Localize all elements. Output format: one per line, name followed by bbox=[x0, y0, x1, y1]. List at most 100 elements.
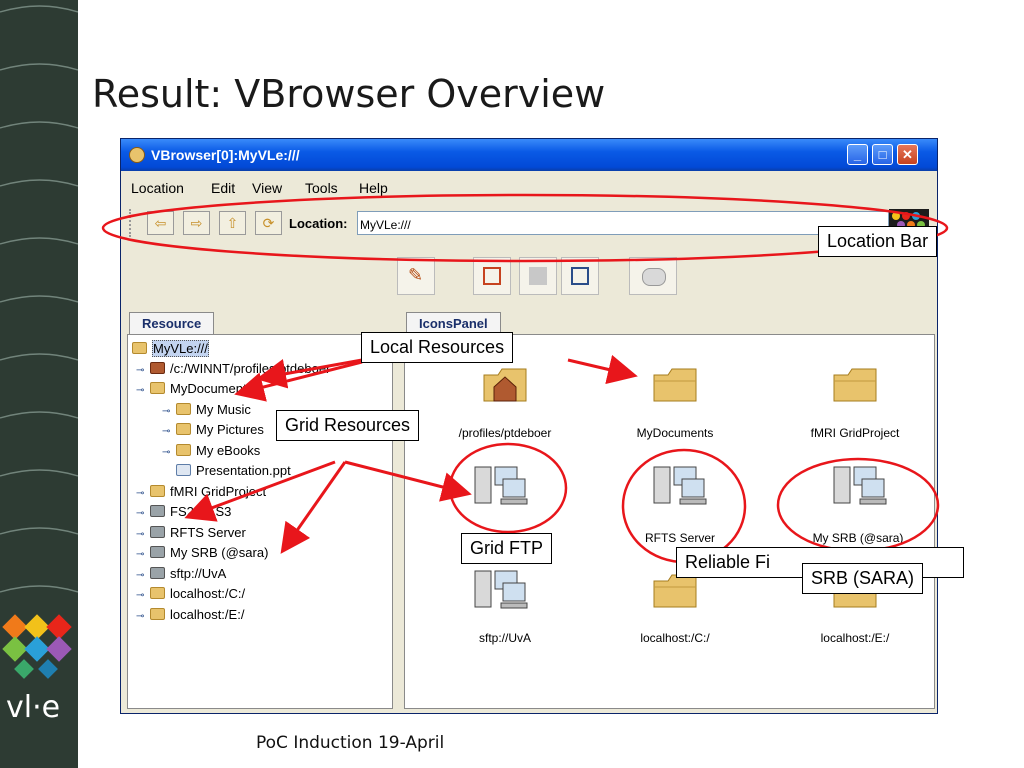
menu-view[interactable]: View bbox=[252, 180, 283, 196]
tree-item-sftp[interactable]: ⊸ sftp://UvA bbox=[136, 564, 226, 584]
menu-bar bbox=[121, 171, 937, 195]
home-icon bbox=[150, 362, 165, 374]
tree-item-profile[interactable]: ⊸ /c:/WINNT/profiles/ptdeboer bbox=[136, 359, 330, 379]
view-properties-button[interactable]: ✎ bbox=[397, 257, 435, 295]
folder-icon bbox=[176, 423, 191, 435]
folder-icon bbox=[150, 382, 165, 394]
callout-location-bar: Location Bar bbox=[818, 226, 938, 257]
view-table-button[interactable] bbox=[561, 257, 599, 295]
server-icon[interactable] bbox=[471, 567, 531, 613]
tree-item-mydocuments[interactable]: ⊸ MyDocuments bbox=[136, 379, 253, 399]
window-title: VBrowser[0]:MyVLe:/// bbox=[151, 147, 300, 163]
tree-item-mymusic[interactable]: ⊸My Music bbox=[162, 400, 251, 420]
tree-handle-icon[interactable]: ⊸ bbox=[162, 447, 171, 458]
tree-item-label: My Pictures bbox=[196, 422, 264, 437]
tree-item-fs2das3[interactable]: ⊸FS2.DAS3 bbox=[136, 502, 231, 522]
callout-srb: SRB (SARA) bbox=[802, 563, 924, 594]
tree-handle-icon[interactable]: ⊸ bbox=[162, 406, 171, 417]
slide-footer: PoC Induction 19-April bbox=[256, 733, 445, 753]
server-icon bbox=[150, 526, 165, 538]
server-icon[interactable] bbox=[830, 463, 890, 509]
tree-item-myebooks[interactable]: ⊸My eBooks bbox=[162, 441, 260, 461]
tree-item-label: sftp://UvA bbox=[170, 566, 227, 581]
tree-handle-icon[interactable]: ⊸ bbox=[136, 385, 145, 396]
icon-label-sftp: sftp://UvA bbox=[478, 631, 531, 645]
tree-item-srb[interactable]: ⊸ My SRB (@sara) bbox=[136, 543, 268, 563]
file-icon bbox=[176, 464, 191, 476]
window-titlebar: VBrowser[0]:MyVLe:/// _ □ ✕ bbox=[121, 139, 937, 171]
up-button[interactable]: ⇧ bbox=[219, 211, 246, 235]
menu-location[interactable]: Location bbox=[131, 180, 184, 196]
server-icon[interactable] bbox=[650, 463, 710, 509]
tree-item-mypictures[interactable]: ⊸ My Pictures bbox=[162, 420, 264, 440]
tree-handle-icon[interactable]: ⊸ bbox=[136, 488, 145, 499]
arrow-left-icon: ⇦ bbox=[154, 215, 167, 231]
menu-edit[interactable]: Edit bbox=[211, 180, 236, 196]
maximize-button[interactable]: □ bbox=[872, 144, 893, 165]
arrow-right-icon: ⇨ bbox=[190, 215, 203, 231]
tree-handle-icon[interactable]: ⊸ bbox=[136, 570, 145, 581]
list-view-icon bbox=[529, 267, 547, 285]
folder-icon[interactable] bbox=[650, 357, 700, 407]
callout-grid-ftp: Grid FTP bbox=[461, 533, 553, 564]
icon-label-localhost-e: localhost:/E:/ bbox=[820, 631, 890, 645]
stop-button[interactable] bbox=[629, 257, 677, 295]
tree-handle-icon[interactable]: ⊸ bbox=[162, 426, 171, 437]
minimize-button[interactable]: _ bbox=[847, 144, 868, 165]
refresh-button[interactable]: ⟳ bbox=[255, 211, 282, 235]
pencil-icon: ✎ bbox=[408, 265, 424, 285]
tree-item-label: fMRI GridProject bbox=[170, 484, 267, 499]
tree-item-fmri[interactable]: ⊸ fMRI GridProject bbox=[136, 482, 266, 502]
toolbar-grip bbox=[129, 209, 135, 237]
tree-item-rfts[interactable]: ⊸ RFTS Server bbox=[136, 523, 246, 543]
server-icon bbox=[150, 567, 165, 579]
icon-label-profile: /profiles/ptdeboer bbox=[458, 426, 552, 440]
menu-tools[interactable]: Tools bbox=[305, 180, 338, 196]
tree-handle-icon[interactable]: ⊸ bbox=[136, 365, 145, 376]
tree-handle-icon[interactable]: ⊸ bbox=[136, 529, 145, 540]
folder-icon[interactable] bbox=[830, 357, 880, 407]
server-icon[interactable] bbox=[471, 463, 531, 509]
folder-icon bbox=[150, 587, 165, 599]
tree-handle-icon[interactable]: ⊸ bbox=[136, 611, 145, 622]
server-icon bbox=[150, 505, 165, 517]
view-list-button[interactable] bbox=[519, 257, 557, 295]
icon-label-fmri: fMRI GridProject bbox=[810, 426, 900, 440]
tree-item-label: RFTS Server bbox=[170, 525, 246, 540]
folder-icon bbox=[176, 403, 191, 415]
close-button[interactable]: ✕ bbox=[897, 144, 918, 165]
tab-resource[interactable]: Resource bbox=[129, 312, 215, 336]
location-label: Location: bbox=[289, 216, 348, 231]
tree-handle-icon[interactable]: ⊸ bbox=[136, 590, 145, 601]
forward-button[interactable]: ⇨ bbox=[183, 211, 210, 235]
folder-icon bbox=[176, 444, 191, 456]
location-input[interactable] bbox=[357, 211, 889, 235]
back-button[interactable]: ⇦ bbox=[147, 211, 174, 235]
tree-item-localhost-e[interactable]: ⊸localhost:/E:/ bbox=[136, 605, 244, 625]
home-icon[interactable] bbox=[480, 357, 530, 407]
folder-icon bbox=[150, 485, 165, 497]
refresh-icon: ⟳ bbox=[262, 215, 275, 231]
icon-label-srb: My SRB (@sara) bbox=[812, 531, 904, 545]
tree-item-myvle[interactable]: MyVLe:/// bbox=[132, 339, 209, 359]
view-icons-button[interactable] bbox=[473, 257, 511, 295]
tree-item-label: localhost:/C:/ bbox=[170, 586, 246, 601]
icon-label-mydocuments: MyDocuments bbox=[636, 426, 714, 440]
tree-item-label: /c:/WINNT/profiles/ptdeboer bbox=[170, 361, 331, 376]
vbrowser-window: VBrowser[0]:MyVLe:/// _ □ ✕ Location Edi… bbox=[120, 138, 938, 714]
menu-help[interactable]: Help bbox=[359, 180, 388, 196]
tree-handle-icon[interactable]: ⊸ bbox=[136, 549, 145, 560]
tree-item-label: My SRB (@sara) bbox=[170, 545, 269, 560]
table-view-icon bbox=[571, 267, 589, 285]
tree-item-label: MyDocuments bbox=[170, 381, 254, 396]
tree-item-localhost-c[interactable]: ⊸ localhost:/C:/ bbox=[136, 584, 245, 604]
tree-item-presentation[interactable]: Presentation.ppt bbox=[176, 461, 291, 481]
callout-grid-resources: Grid Resources bbox=[276, 410, 420, 441]
vle-logo-cross bbox=[2, 614, 72, 679]
stop-icon bbox=[642, 268, 666, 286]
server-icon bbox=[150, 546, 165, 558]
icon-label-rfts: RFTS Server bbox=[644, 531, 715, 545]
tree-handle-icon[interactable]: ⊸ bbox=[136, 508, 145, 519]
sidebar-pattern bbox=[0, 5, 78, 679]
icons-panel: /profiles/ptdeboer MyDocuments fMRI Grid… bbox=[404, 334, 935, 709]
